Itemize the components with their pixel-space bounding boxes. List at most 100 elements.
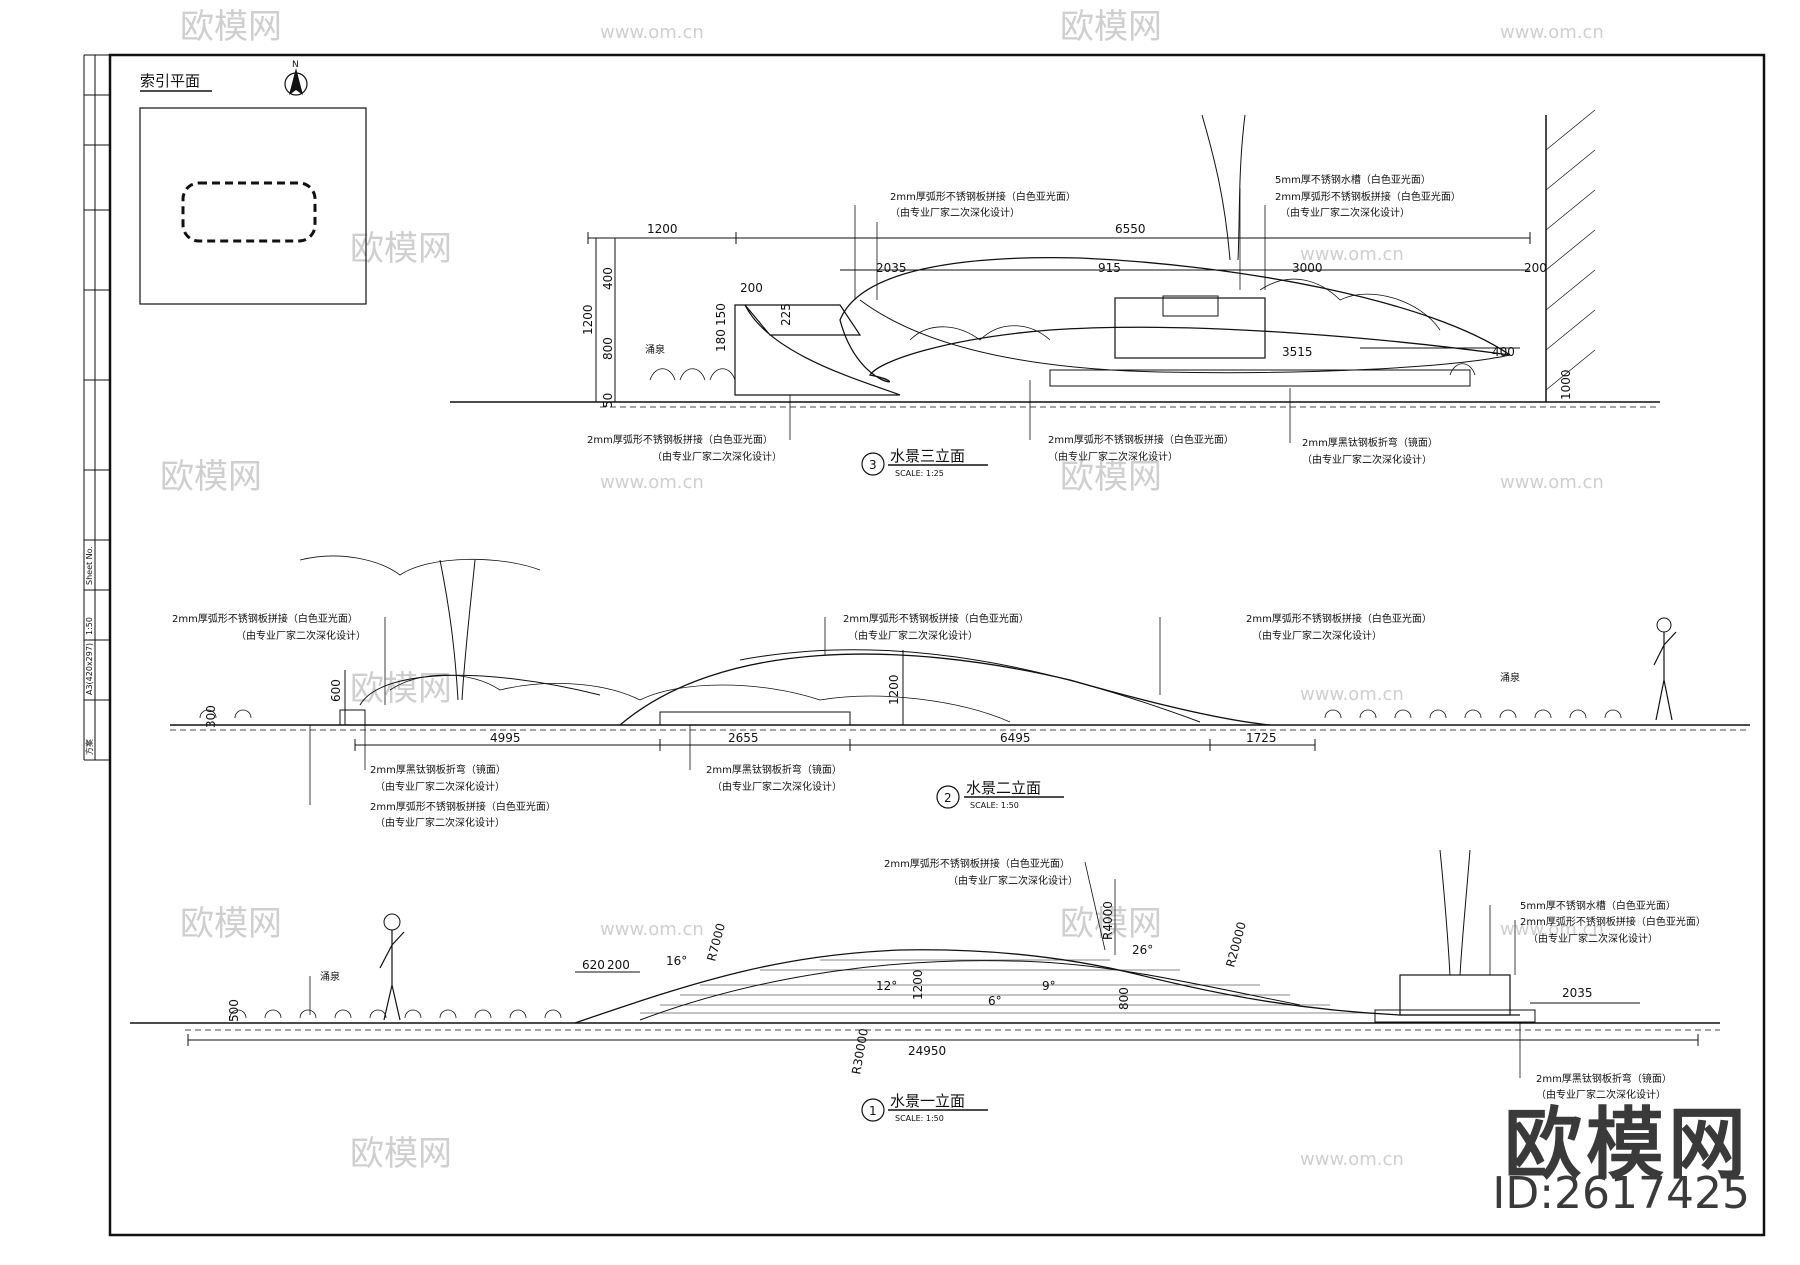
e1-note-3b: （由专业厂家二次深化设计） (1536, 1088, 1666, 1101)
e3-note-1b: （由专业厂家二次深化设计） (890, 206, 1020, 219)
e3-spring-label: 涌泉 (645, 343, 665, 356)
e2-note-2b: （由专业厂家二次深化设计） (848, 629, 978, 642)
e3-note-3b: （由专业厂家二次深化设计） (652, 450, 782, 463)
e3-dim-1000: 1000 (1559, 369, 1573, 400)
sheet-frame (108, 53, 1766, 1237)
watermark-brand-faint: 欧模网 (1060, 7, 1162, 47)
e1-angle-9: 9° (1042, 979, 1056, 993)
e1-angle-6: 6° (988, 994, 1002, 1008)
e1-note-2c: （由专业厂家二次深化设计） (1528, 932, 1658, 945)
elevation-2-text: 4995 2655 6495 1725 600 1200 300 涌泉 2mm厚… (172, 612, 1520, 829)
e3-note-4b: （由专业厂家二次深化设计） (1048, 450, 1178, 463)
e3-dim-800v: 800 (601, 337, 615, 360)
e3-dim-2035: 2035 (876, 261, 907, 275)
e3-dim-400b: 400 (1492, 345, 1515, 359)
e1-dim-620: 620 (582, 958, 605, 972)
e1-r7000: R7000 (704, 922, 728, 963)
watermark-brand-faint: 欧模网 (160, 457, 262, 497)
e1-dim-2035: 2035 (1562, 986, 1593, 1000)
watermark-url-faint: www.om.cn (1300, 1149, 1404, 1170)
e3-num: 3 (869, 458, 877, 472)
e3-dim-6550: 6550 (1115, 222, 1146, 236)
e1-dim-200: 200 (607, 958, 630, 972)
e3-note-5a: 2mm厚黑钛钢板折弯（镜面） (1302, 436, 1438, 449)
e2-dim-6495: 6495 (1000, 731, 1031, 745)
e3-dim-150: 150 (714, 303, 728, 326)
e2-note-1a: 2mm厚弧形不锈钢板拼接（白色亚光面） (172, 612, 358, 625)
e1-note-3a: 2mm厚黑钛钢板折弯（镜面） (1536, 1072, 1672, 1085)
e3-dim-915: 915 (1098, 261, 1121, 275)
e2-dim-600v: 600 (329, 679, 343, 702)
elev2-sculpture (619, 653, 1271, 726)
watermark-url-faint: www.om.cn (1500, 22, 1604, 43)
e3-dim-200: 200 (1524, 261, 1547, 275)
e1-dim-800v: 800 (1117, 987, 1131, 1010)
e3-note-4a: 2mm厚弧形不锈钢板拼接（白色亚光面） (1048, 433, 1234, 446)
e1-angle-26: 26° (1132, 943, 1153, 957)
watermark-brand-faint: 欧模网 (180, 904, 282, 944)
strip-text-1: 方案 (84, 739, 94, 755)
e2-dim-1200v: 1200 (887, 674, 901, 705)
e2-note-1b: （由专业厂家二次深化设计） (236, 629, 366, 642)
e1-dim-24950: 24950 (908, 1044, 946, 1058)
e1-r4000: R4000 (1101, 901, 1115, 940)
watermark-url-faint: www.om.cn (600, 919, 704, 940)
watermark-url-faint: www.om.cn (600, 472, 704, 493)
e1-spring-label: 涌泉 (320, 970, 340, 983)
e3-dim-1200v: 1200 (581, 304, 595, 335)
index-plan-footprint (181, 181, 317, 243)
e2-dim-4995: 4995 (490, 731, 521, 745)
watermark-layer: 欧模网 www.om.cn 欧模网 www.om.cn 欧模网 www.om.cn 欧模网 w… (160, 7, 1604, 1174)
elev1-mound (574, 949, 1520, 1024)
e2-note-2a: 2mm厚弧形不锈钢板拼接（白色亚光面） (843, 612, 1029, 625)
e2-title: 水景二立面 (966, 779, 1041, 797)
e2-dim-300v: 300 (204, 705, 218, 728)
e3-dim-3515: 3515 (1282, 345, 1313, 359)
e1-num: 1 (869, 1104, 877, 1118)
elevation-1 (130, 849, 1720, 1046)
e2-num: 2 (944, 791, 952, 805)
watermark-url-faint: www.om.cn (600, 22, 704, 43)
watermark-brand-faint: 欧模网 (350, 229, 452, 269)
e3-dim-3000: 3000 (1292, 261, 1323, 275)
e3-dim-50v: 50 (601, 393, 615, 408)
e3-note-5b: （由专业厂家二次深化设计） (1302, 453, 1432, 466)
e3-dim-200b: 200 (740, 281, 763, 295)
e3-dim-225: 225 (779, 303, 793, 326)
watermark-url-faint: www.om.cn (1500, 472, 1604, 493)
strip-text-2: A3(420x297) (85, 643, 94, 695)
watermark-brand-faint: 欧模网 (1060, 457, 1162, 497)
e2-note-3a: 2mm厚弧形不锈钢板拼接（白色亚光面） (1246, 612, 1432, 625)
e1-scale: SCALE: 1:50 (895, 1114, 944, 1123)
e2-title-circle (936, 785, 960, 809)
e1-angle-12: 12° (876, 979, 897, 993)
e3-title-circle (861, 452, 885, 476)
e2-note-6a: 2mm厚弧形不锈钢板拼接（白色亚光面） (370, 800, 556, 813)
e2-note-4b: （由专业厂家二次深化设计） (375, 780, 505, 793)
e1-r30000: R30000 (849, 1027, 871, 1075)
index-plan-title: 索引平面 (140, 72, 200, 90)
e2-note-5a: 2mm厚黑钛钢板折弯（镜面） (706, 763, 842, 776)
e2-scale: SCALE: 1:50 (970, 801, 1019, 810)
e3-note-3a: 2mm厚弧形不锈钢板拼接（白色亚光面） (587, 433, 773, 446)
e1-dim-1200v: 1200 (911, 969, 925, 1000)
e3-dim-180: 180 (714, 329, 728, 352)
e1-angle-16: 16° (666, 954, 687, 968)
elevation-3 (450, 109, 1660, 408)
e1-dim-500v: 500 (227, 999, 241, 1022)
e2-note-3b: （由专业厂家二次深化设计） (1252, 629, 1382, 642)
watermark-brand-faint: 欧模网 (1060, 904, 1162, 944)
wall-hatch (1545, 109, 1596, 391)
e3-note-1a: 2mm厚弧形不锈钢板拼接（白色亚光面） (890, 190, 1076, 203)
e1-title: 水景一立面 (890, 1092, 965, 1110)
e1-note-2b: 2mm厚弧形不锈钢板拼接（白色亚光面） (1520, 915, 1706, 928)
watermark-id: ID:2617425 (1492, 1168, 1750, 1219)
e3-note-2c: （由专业厂家二次深化设计） (1280, 206, 1410, 219)
e1-note-2a: 5mm厚不锈钢水槽（白色亚光面） (1520, 899, 1676, 912)
strip-text-4: Sheet No. (85, 546, 94, 585)
watermark-url-faint: www.om.cn (1500, 919, 1604, 940)
e3-dim-400v: 400 (601, 267, 615, 290)
title-strip-text: 方案 A3(420x297) 1:50 Sheet No. (84, 546, 94, 755)
watermark-brand-faint: 欧模网 (350, 1134, 452, 1174)
